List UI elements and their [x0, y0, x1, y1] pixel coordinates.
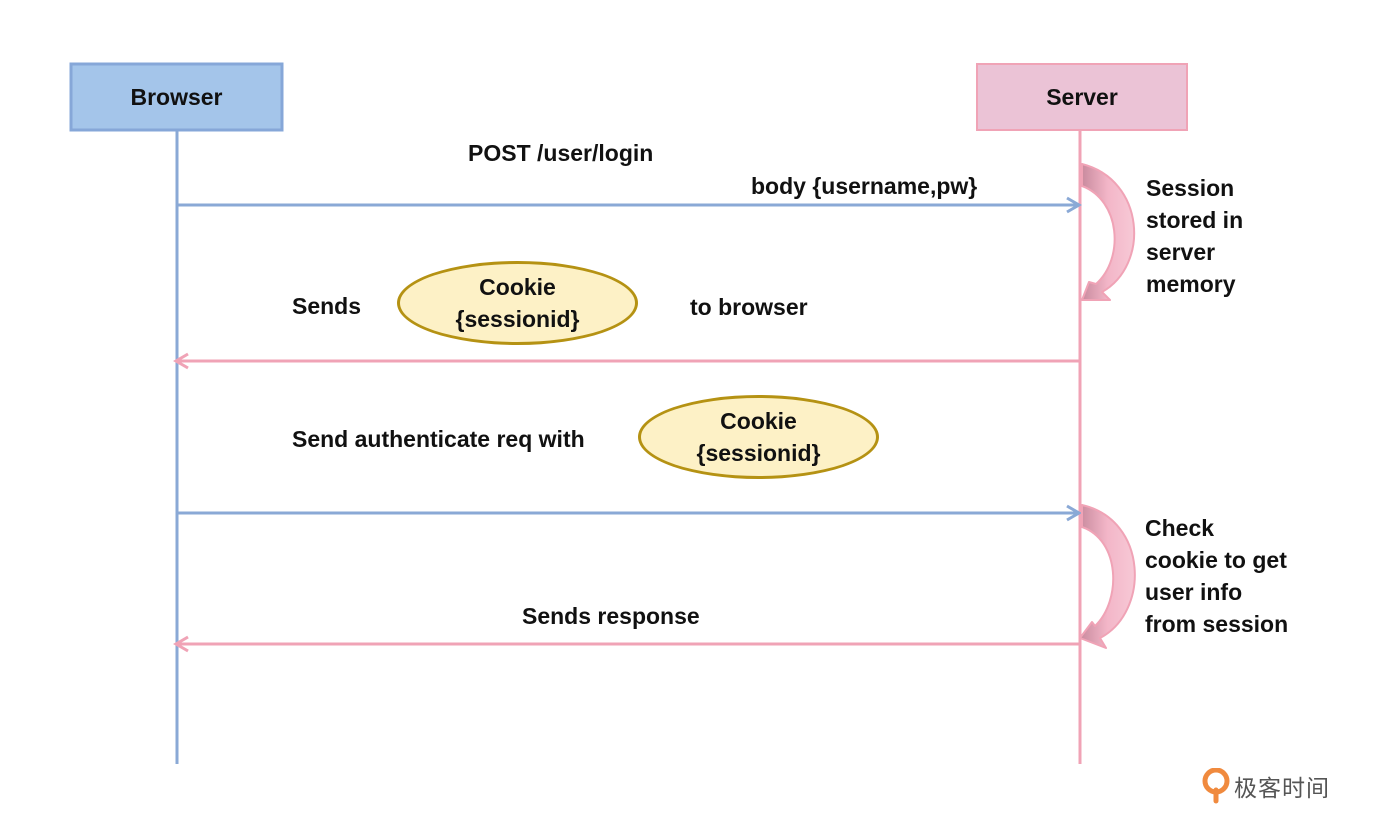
login-request-label: POST /user/login	[468, 140, 654, 166]
response-label: Sends response	[522, 603, 700, 629]
set-cookie-arrowhead	[173, 352, 189, 370]
auth-request-arrowhead	[1066, 504, 1082, 522]
check-cookie-note-line: Check	[1145, 515, 1215, 541]
browser-box	[69, 62, 284, 132]
response-arrowhead	[173, 635, 189, 653]
session-store-curl-arrow	[1081, 163, 1136, 301]
login-request-arrowhead	[1066, 196, 1082, 214]
to-browser-label: to browser	[690, 294, 808, 320]
cookie-sessionid-bubble: Cookie {sessionid}	[397, 261, 638, 345]
auth-request-label: Send authenticate req with	[292, 426, 585, 452]
geektime-logo: 极客时间	[1202, 767, 1330, 805]
session-store-note-line: server	[1146, 239, 1216, 265]
check-cookie-note-line: user info	[1145, 579, 1243, 605]
sends-label: Sends	[292, 293, 362, 319]
server-participant-label: Server	[1046, 83, 1118, 110]
session-store-note-line: stored in	[1146, 207, 1244, 233]
check-cookie-note: Check cookie to get user info from sessi…	[1145, 512, 1288, 640]
check-cookie-note-line: cookie to get	[1145, 547, 1287, 573]
cookie-sessionid-bubble-2: Cookie {sessionid}	[638, 395, 879, 479]
session-store-note: Session stored in server memory	[1146, 172, 1243, 300]
cookie-sessionid-2: {sessionid}	[696, 440, 821, 466]
check-cookie-note-line: from session	[1145, 611, 1289, 637]
session-store-note-line: Session	[1146, 175, 1235, 201]
check-cookie-curl-arrow	[1079, 504, 1136, 649]
cookie-sessionid: {sessionid}	[455, 306, 580, 332]
geektime-logo-icon	[1202, 768, 1230, 804]
login-body-label: body {username,pw}	[751, 173, 978, 199]
server-box	[976, 63, 1188, 131]
browser-participant-label: Browser	[130, 83, 223, 110]
cookie-title: Cookie	[479, 274, 556, 300]
session-store-note-line: memory	[1146, 271, 1236, 297]
geektime-logo-text: 极客时间	[1234, 776, 1330, 802]
cookie-title-2: Cookie	[720, 408, 797, 434]
